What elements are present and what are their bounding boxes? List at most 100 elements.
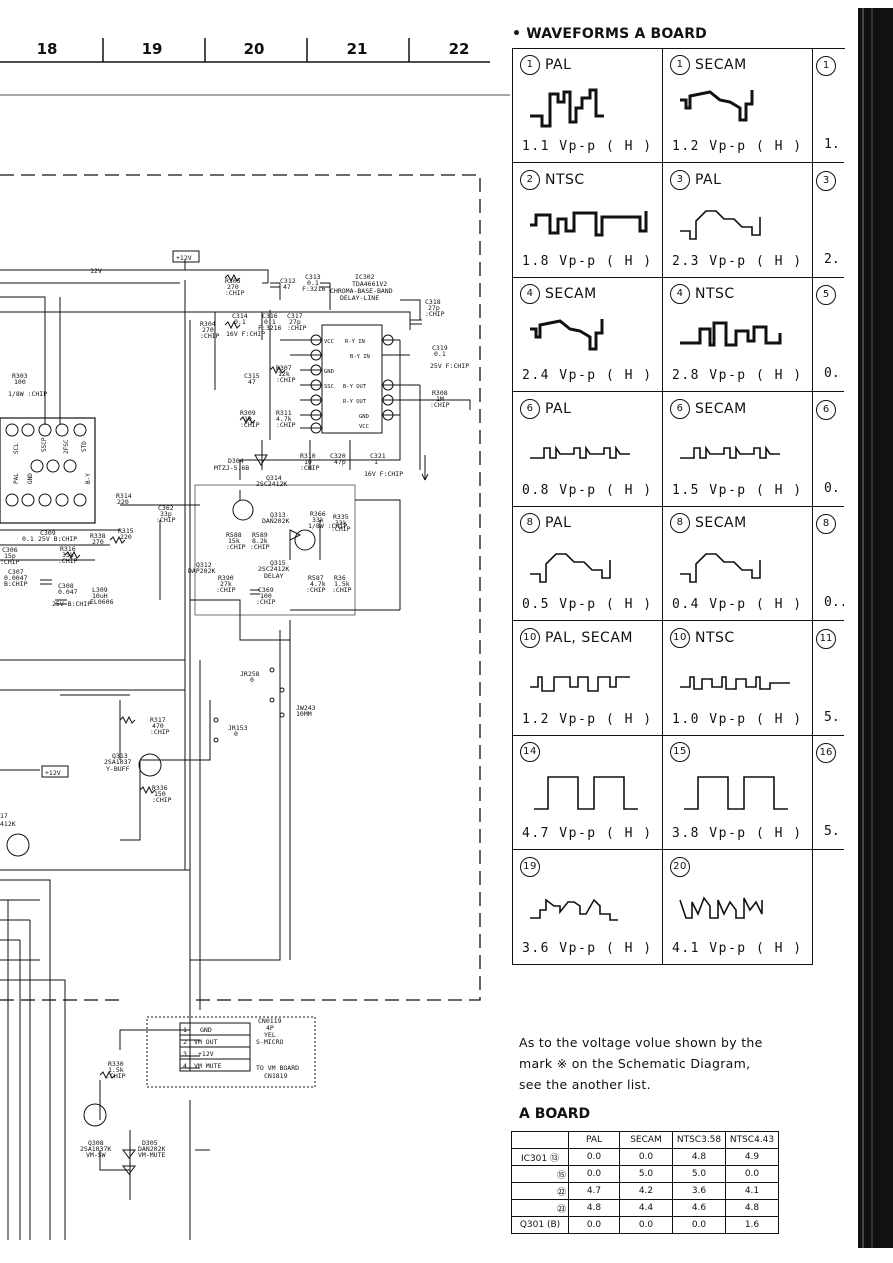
signal-system: PAL <box>545 400 572 417</box>
component-ref: C318 <box>425 298 441 306</box>
component-ref: R36 <box>334 574 346 582</box>
component-ref: R305 <box>225 277 241 285</box>
component-type: :CHIP <box>276 376 296 384</box>
component-value: 0.1 <box>22 535 34 543</box>
transistor-func: DELAY <box>264 572 284 580</box>
ic-pin-label: STD <box>81 441 88 452</box>
component-ref: R366 <box>310 510 326 518</box>
component-value: 100 <box>260 592 272 600</box>
component-type: 1/8W :CHIP <box>308 522 347 530</box>
table-row: ⑮ 0.0 5.0 5.0 0.0 <box>511 1165 779 1183</box>
connector-spec: S-MICRO <box>256 1038 283 1046</box>
ic-pin-label: SSCP <box>41 437 48 452</box>
waveform-voltage: 0.8 Vp-p ( H ) <box>522 482 653 498</box>
partial-label: 412K <box>0 820 16 828</box>
component-type: :CHIP <box>200 332 220 340</box>
component-ref: R589 <box>252 531 268 539</box>
component-type: :CHIP <box>226 543 246 551</box>
transistor-func: VM-SW <box>86 1151 106 1159</box>
transistor-part: 2SC2412K <box>258 565 289 573</box>
waveform-voltage: 4.1 Vp-p ( H ) <box>672 940 803 956</box>
component-value: 0.1 <box>264 318 276 326</box>
component-type: :CHIP <box>0 558 20 566</box>
component-value: 0.1 <box>434 350 446 358</box>
component-ref: C314 <box>232 312 248 320</box>
ic-pin-label: B-Y OUT <box>343 384 367 390</box>
transistor-part: 2SA1037K <box>80 1145 111 1153</box>
component-value: 0 <box>234 730 238 738</box>
signal-system: PAL <box>545 515 572 531</box>
component-type: :CHIP <box>276 421 296 429</box>
waveform-voltage: 4.7 Vp-p ( H ) <box>522 826 653 841</box>
connector-pin-number: 1 <box>183 1026 187 1034</box>
component-value: 47p <box>334 458 346 466</box>
waveform-voltage: 2.4 Vp-p ( H ) <box>522 368 653 383</box>
component-ref: JR153 <box>228 724 248 732</box>
waveform-cell-partial: 8 0.. <box>810 506 844 621</box>
component-ref: C308 <box>58 582 74 590</box>
connector-spec: YEL <box>264 1031 276 1039</box>
test-point-number: 14 <box>520 742 540 762</box>
component-type: :CHIP <box>156 516 176 524</box>
waveform-voltage: 0. <box>824 366 840 381</box>
signal-system: NTSC <box>545 171 585 188</box>
waveform-voltage: 2. <box>824 251 840 267</box>
power-label: +12V <box>176 254 192 262</box>
component-value: 4.7k <box>276 415 292 423</box>
component-value: 15k <box>228 537 240 545</box>
table-cell: 0.0 <box>619 1148 673 1166</box>
component-ref: R309 <box>240 409 256 417</box>
waveform-voltage: 0.. <box>824 595 844 610</box>
component-value: 27p <box>289 318 301 326</box>
row-label: ㉓ <box>511 1199 569 1217</box>
test-point-number: 4 <box>670 284 690 304</box>
signal-system: NTSC <box>695 286 735 302</box>
waveform-voltage: 2.3 Vp-p ( H ) <box>672 253 803 269</box>
transistor-part: DAP202K <box>188 567 215 575</box>
transistor-part: DAN202K <box>262 517 289 525</box>
column-number: 19 <box>141 40 163 58</box>
waveform-voltage: 1.5 Vp-p ( H ) <box>672 482 803 498</box>
row-label: ⑮ <box>511 1165 569 1183</box>
column-number: 18 <box>36 40 58 58</box>
waveform-cell: 4 NTSC 2.8 Vp-p ( H ) <box>662 277 813 392</box>
connector-pin-name: VM OUT <box>194 1038 218 1046</box>
transistor-ref: Q314 <box>266 474 282 482</box>
waveform-voltage: 1. <box>824 137 840 152</box>
table-cell: 0.0 <box>672 1216 726 1234</box>
waveform-trace <box>680 444 780 459</box>
test-point-number: 20 <box>670 856 690 877</box>
component-type: 25V F:CHIP <box>430 362 469 370</box>
row-label: Q301 (B) <box>511 1216 569 1234</box>
waveform-voltage: 2.8 Vp-p ( H ) <box>672 368 803 383</box>
component-ref: R317 <box>150 716 166 724</box>
waveform-voltage: 1.8 Vp-p ( H ) <box>522 253 653 269</box>
transistor-func: VM-MUTE <box>138 1151 165 1159</box>
component-type: :CHIP <box>106 1072 126 1080</box>
test-point-number: 8 <box>816 514 836 534</box>
connector-pin-number: 2 <box>183 1038 187 1046</box>
ic-pin-label: SCL <box>13 443 20 454</box>
waveform-trace <box>530 444 630 459</box>
component-ref: JW243 <box>296 704 316 712</box>
test-point-number: 8 <box>520 513 540 533</box>
connector-destination: TO VM BOARD <box>256 1064 299 1072</box>
component-ref: C321 <box>370 452 386 460</box>
component-value: 220 <box>117 498 129 506</box>
waveform-trace <box>530 675 630 692</box>
component-type: 25V B:CHIP <box>38 535 77 543</box>
component-ref: C313 <box>305 273 321 281</box>
component-value: 4.7k <box>310 580 326 588</box>
ic-desc: DELAY-LINE <box>340 294 379 302</box>
table-cell: 0.0 <box>568 1165 620 1183</box>
component-value: 270 <box>92 538 104 546</box>
component-value: 0.047 <box>58 588 78 596</box>
signal-system: SECAM <box>695 400 747 417</box>
